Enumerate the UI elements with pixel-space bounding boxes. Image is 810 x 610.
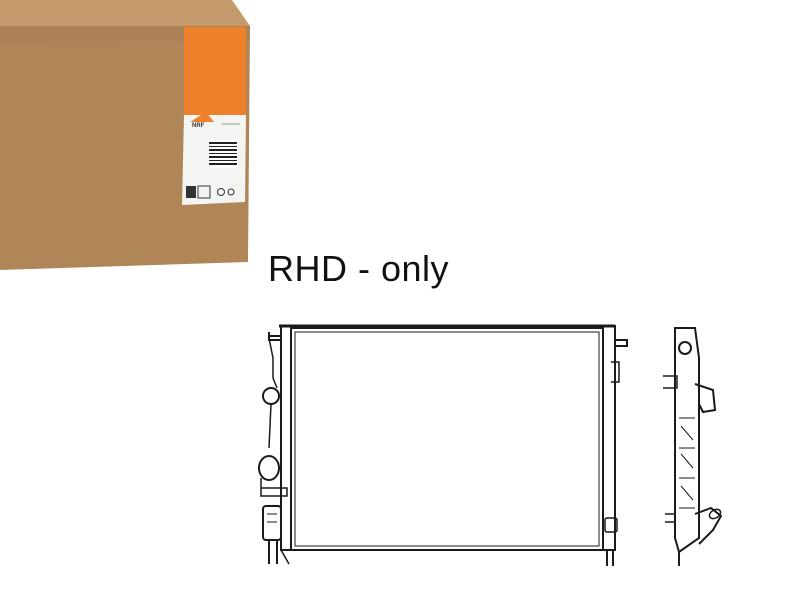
radiator-core xyxy=(290,327,604,551)
radiator-side-svg xyxy=(663,327,723,566)
right-tank xyxy=(602,325,616,551)
side-filler-cap xyxy=(678,341,692,355)
rhd-only-label: RHD - only xyxy=(268,248,450,289)
radiator-front-drawing xyxy=(255,318,635,568)
packaging-box-svg: NRF xyxy=(0,0,250,270)
packaging-box-image: NRF xyxy=(0,0,255,272)
left-tank xyxy=(280,325,292,551)
left-drain-plug xyxy=(262,505,282,541)
radiator-front-svg xyxy=(258,324,628,566)
label-orange-band xyxy=(184,27,246,115)
certification-marks xyxy=(186,185,235,199)
brand-logo: NRF xyxy=(190,112,214,129)
side-lower-outlet xyxy=(694,506,723,545)
svg-text:NRF: NRF xyxy=(192,123,205,129)
left-fitting-middle xyxy=(258,455,280,481)
radiator-side-drawing xyxy=(655,318,727,568)
side-tank-body xyxy=(674,327,700,554)
barcode-graphic xyxy=(208,140,238,168)
side-upper-outlet xyxy=(694,383,717,414)
box-top-face xyxy=(0,0,250,26)
left-fitting-upper xyxy=(262,387,280,405)
